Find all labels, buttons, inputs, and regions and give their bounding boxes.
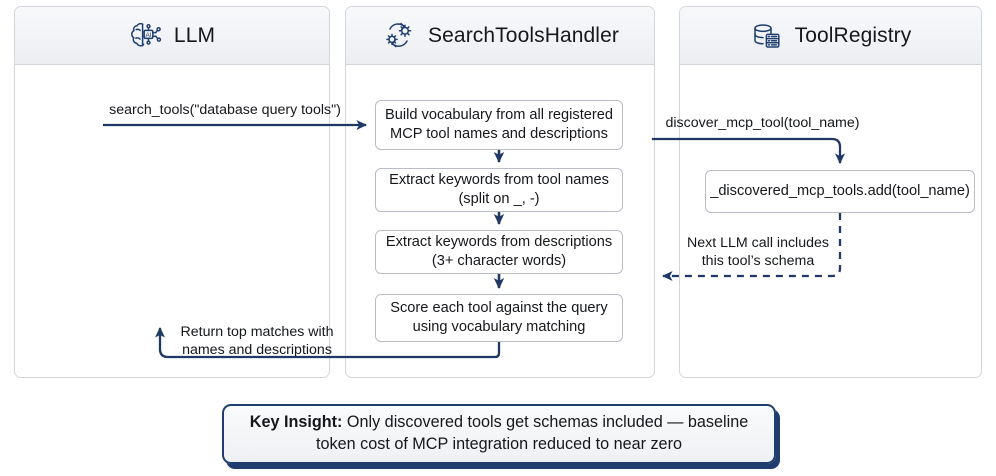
lane-llm: AI LLM [14, 6, 330, 378]
lane-handler-title: SearchToolsHandler [428, 23, 619, 47]
key-insight-label: Key Insight: [249, 413, 343, 432]
edge-label-call-discover-mcp-tool: discover_mcp_tool(tool_name) [655, 114, 870, 132]
ai-brain-icon: AI [129, 20, 163, 52]
process-box-step-4-text: Score each tool against the query using … [390, 299, 608, 335]
edge-label-return-top-matches: Return top matches with names and descri… [172, 323, 342, 360]
process-box-step-2: Extract keywords from tool names (split … [375, 168, 623, 212]
edge-label-schema-included: Next LLM call includes this tool’s schem… [682, 234, 834, 271]
database-registry-icon [750, 20, 784, 52]
process-box-step-1-text: Build vocabulary from all registered MCP… [385, 106, 613, 142]
key-insight-banner: Key Insight: Only discovered tools get s… [222, 404, 776, 464]
lane-handler-header: SearchToolsHandler [346, 7, 654, 65]
process-box-registry-step-1: _discovered_mcp_tools.add(tool_name) [705, 170, 975, 213]
key-insight-text: Only discovered tools get schemas includ… [316, 413, 749, 453]
edge-label-call-discover-mcp-tool-text: discover_mcp_tool(tool_name) [665, 115, 860, 131]
process-box-step-4: Score each tool against the query using … [375, 294, 623, 342]
process-box-step-3-text: Extract keywords from descriptions (3+ c… [385, 233, 613, 269]
lane-llm-header: AI LLM [15, 7, 329, 65]
process-box-step-2-text: Extract keywords from tool names (split … [389, 171, 609, 207]
process-box-step-1: Build vocabulary from all registered MCP… [375, 100, 623, 150]
lane-llm-title: LLM [173, 23, 216, 47]
edge-label-call-search-tools-text: search_tools("database query tools") [109, 102, 341, 118]
gears-icon [381, 20, 417, 52]
edge-label-return-top-matches-text: Return top matches with names and descri… [180, 324, 334, 359]
edge-label-call-search-tools: search_tools("database query tools") [100, 101, 350, 119]
lane-registry-title: ToolRegistry [794, 23, 912, 47]
process-box-registry-step-1-text: _discovered_mcp_tools.add(tool_name) [710, 182, 970, 199]
svg-text:AI: AI [145, 32, 151, 39]
process-box-step-3: Extract keywords from descriptions (3+ c… [375, 230, 623, 274]
lane-registry-header: ToolRegistry [680, 7, 981, 65]
edge-label-schema-included-text: Next LLM call includes this tool’s schem… [687, 235, 829, 270]
